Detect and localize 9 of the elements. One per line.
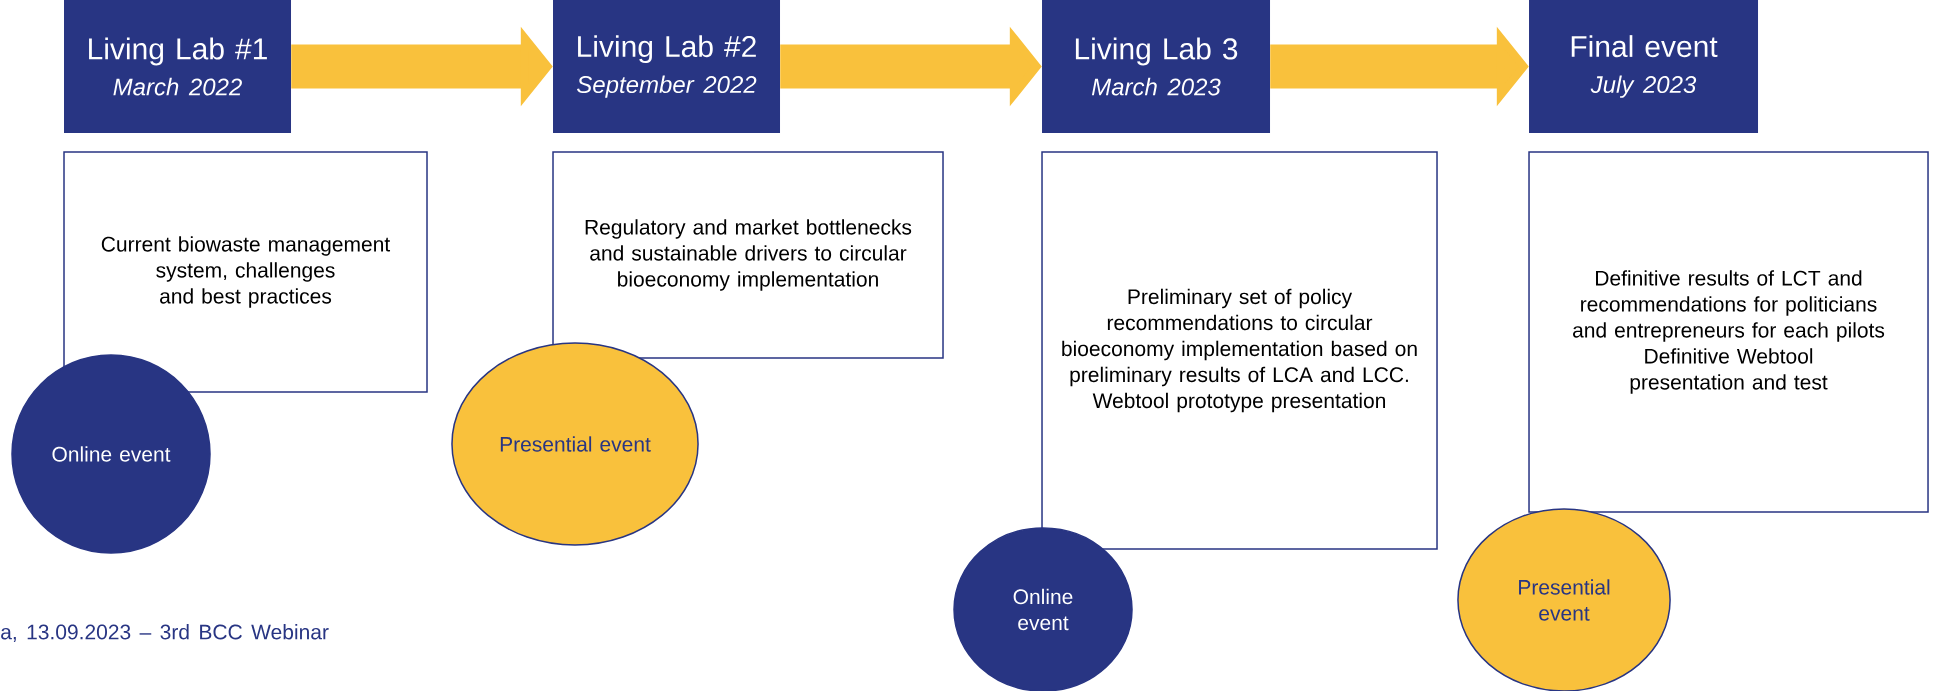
footer-text: a, 13.09.2023 – 3rd BCC Webinar <box>1 624 329 642</box>
description-box: Current biowaste management system, challenges and best practices <box>63 151 428 393</box>
title-box: Living Lab #1 March 2022 <box>64 0 291 133</box>
title-box: Final event July 2023 <box>1529 0 1758 133</box>
title-box: Living Lab 3 March 2023 <box>1042 0 1270 133</box>
description-box: Regulatory and market bottlenecks and sustainable drivers to circular bioeconomy implementation <box>552 151 944 359</box>
description-box: Definitive results of LCT and recommendations for politicians and entrepreneurs for each pilots Definitive Webtool presentation and test <box>1528 151 1929 513</box>
description-box: Preliminary set of policy recommendations to circular bioeconomy implementation based on preliminary results of LCA and LCC. Webtool prototype presentation <box>1041 151 1438 550</box>
title-box: Living Lab #2 September 2022 <box>553 0 780 133</box>
